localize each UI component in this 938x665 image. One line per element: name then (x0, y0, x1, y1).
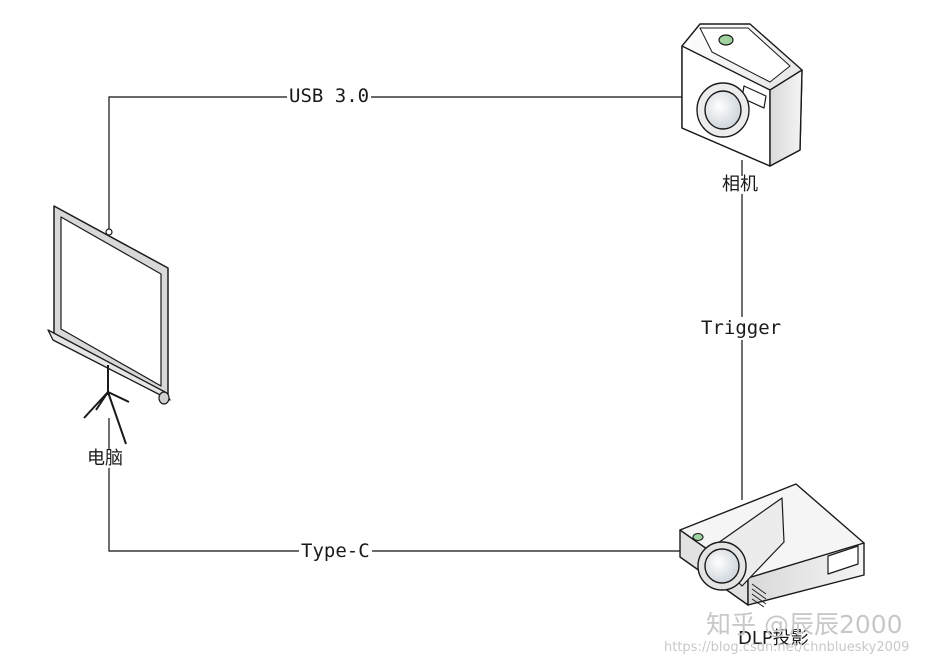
camera-icon (681, 23, 803, 167)
typec-connector (108, 418, 690, 552)
camera-label: 相机 (722, 174, 758, 195)
projector-icon (679, 483, 865, 608)
typec-edge-label: Type-C (299, 540, 372, 562)
projector-label: DLP投影 (738, 628, 809, 649)
projection-screen-icon (47, 205, 171, 445)
trigger-edge-label: Trigger (699, 317, 784, 340)
csdn-watermark-url: https://blog.csdn.net/chnbluesky2009 (664, 640, 910, 655)
zhihu-watermark: 知乎 @辰辰2000 (706, 610, 903, 639)
usb-edge-label: USB 3.0 (287, 85, 372, 107)
usb-connector (108, 96, 682, 232)
computer-label: 电脑 (87, 448, 123, 469)
connector-lines (108, 96, 743, 552)
